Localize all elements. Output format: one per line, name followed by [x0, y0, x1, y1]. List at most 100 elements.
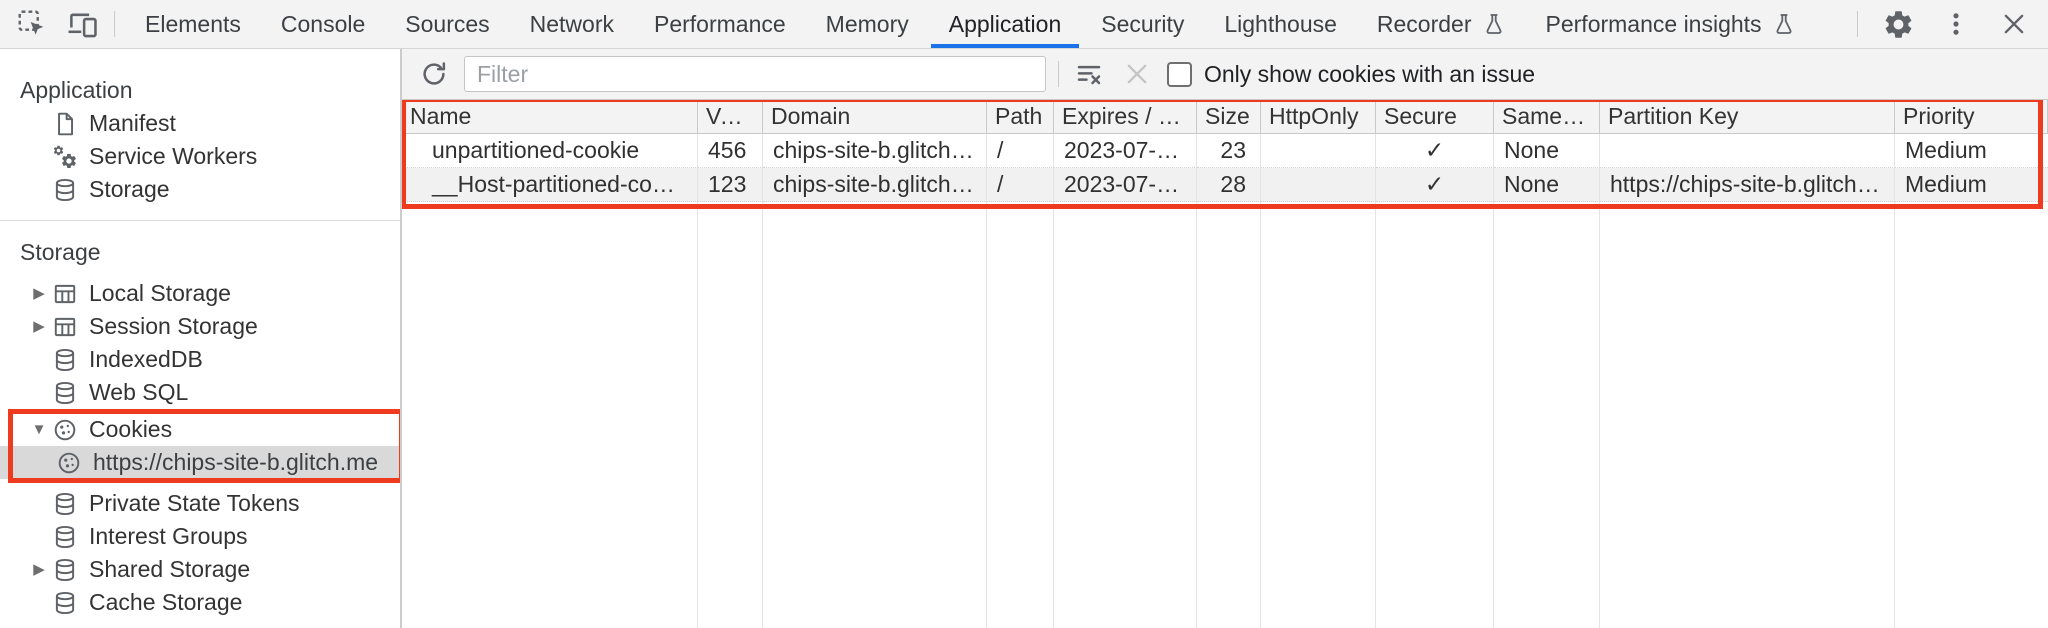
only-issue-checkbox[interactable] — [1167, 61, 1192, 87]
cell-partition-key: https://chips-site-b.glitch.me — [1600, 168, 1895, 202]
database-icon — [52, 491, 78, 517]
sidebar-item-session-storage[interactable]: Session Storage — [0, 310, 400, 343]
divider — [1058, 61, 1059, 87]
cell-samesite: None — [1494, 134, 1600, 168]
tab-recorder[interactable]: Recorder — [1357, 0, 1526, 48]
cell-domain: chips-site-b.glitch.me — [763, 134, 987, 168]
devtools-tabbar: Elements Console Sources Network Perform… — [0, 0, 2048, 49]
chevron-right-icon[interactable] — [26, 553, 52, 586]
sidebar-item-web-sql[interactable]: Web SQL — [0, 376, 400, 409]
cell-size: 23 — [1197, 134, 1261, 168]
cell-samesite: None — [1494, 168, 1600, 202]
cookie-icon — [52, 417, 78, 443]
cell-httponly — [1261, 168, 1376, 202]
cookies-group: Cookies https://chips-site-b.glitch.me — [0, 409, 400, 483]
tab-sources[interactable]: Sources — [405, 10, 490, 37]
sidebar-item-manifest[interactable]: Manifest — [0, 107, 400, 140]
column-header-partition-key[interactable]: Partition Key — [1600, 100, 1895, 134]
section-header-application: Application — [20, 76, 133, 103]
database-icon — [52, 380, 78, 406]
application-sidebar: Application Manifest Service Workers Sto… — [0, 49, 402, 628]
topbar-controls — [1857, 0, 2048, 48]
cell-partition-key — [1600, 134, 1895, 168]
tab-security[interactable]: Security — [1101, 10, 1185, 37]
cookies-panel: Only show cookies with an issue Name Val… — [402, 49, 2048, 628]
column-header-samesite[interactable]: SameSite — [1494, 100, 1600, 134]
service-workers-icon — [52, 144, 78, 170]
divider — [114, 11, 115, 37]
cell-path: / — [987, 168, 1054, 202]
sidebar-item-storage[interactable]: Storage — [0, 173, 400, 206]
tab-lighthouse[interactable]: Lighthouse — [1224, 10, 1337, 37]
sidebar-item-service-workers[interactable]: Service Workers — [0, 140, 400, 173]
tab-console[interactable]: Console — [280, 10, 366, 37]
sidebar-item-cookies[interactable]: Cookies — [0, 413, 400, 446]
column-header-size[interactable]: Size — [1197, 100, 1261, 134]
sidebar-item-interest-groups[interactable]: Interest Groups — [0, 520, 400, 553]
cell-domain: chips-site-b.glitch.me — [763, 168, 987, 202]
cell-expires: 2023-07-07… — [1054, 134, 1197, 168]
kebab-menu-icon[interactable] — [1938, 6, 1974, 42]
sidebar-item-private-state-tokens[interactable]: Private State Tokens — [0, 487, 400, 520]
database-icon — [52, 557, 78, 583]
tab-application[interactable]: Application — [929, 0, 1082, 48]
table-row-host-partitioned-cookie[interactable]: __Host-partitioned-cookie 123 chips-site… — [402, 168, 2048, 202]
close-icon[interactable] — [1996, 6, 2032, 42]
cell-secure: ✓ — [1376, 168, 1494, 202]
column-header-httponly[interactable]: HttpOnly — [1261, 100, 1376, 134]
table-icon — [52, 314, 78, 340]
chevron-down-icon[interactable] — [26, 413, 52, 446]
cookies-toolbar: Only show cookies with an issue — [402, 49, 2048, 100]
table-icon — [52, 281, 78, 307]
sidebar-item-cookie-origin[interactable]: https://chips-site-b.glitch.me — [0, 446, 400, 479]
refresh-icon[interactable] — [416, 56, 452, 92]
divider — [1857, 11, 1858, 37]
tab-elements[interactable]: Elements — [145, 10, 241, 37]
column-header-name[interactable]: Name — [402, 100, 698, 134]
only-issue-label[interactable]: Only show cookies with an issue — [1204, 60, 1536, 87]
clear-all-cookies-icon[interactable] — [1071, 56, 1107, 92]
cell-expires: 2023-07-07… — [1054, 168, 1197, 202]
panel-tabs: Elements Console Sources Network Perform… — [125, 0, 1816, 48]
topbar-tool-icons — [0, 0, 125, 48]
column-header-secure[interactable]: Secure — [1376, 100, 1494, 134]
column-header-priority[interactable]: Priority — [1895, 100, 2048, 134]
table-row-unpartitioned-cookie[interactable]: unpartitioned-cookie 456 chips-site-b.gl… — [402, 134, 2048, 168]
tab-performance[interactable]: Performance — [654, 10, 786, 37]
cookie-icon — [56, 450, 82, 476]
device-toolbar-icon[interactable] — [64, 6, 100, 42]
tab-network[interactable]: Network — [529, 10, 614, 37]
cookies-table: Name Value Domain Path Expires / M… Size… — [402, 100, 2048, 628]
flask-icon — [1482, 11, 1506, 37]
devtools-content: Application Manifest Service Workers Sto… — [0, 49, 2048, 628]
cookies-table-header: Name Value Domain Path Expires / M… Size… — [402, 100, 2048, 134]
database-icon — [52, 347, 78, 373]
column-header-path[interactable]: Path — [987, 100, 1054, 134]
delete-selected-icon[interactable] — [1119, 56, 1155, 92]
cell-value: 123 — [698, 168, 763, 202]
flask-icon — [1772, 11, 1796, 37]
tab-performance-insights[interactable]: Performance insights — [1526, 0, 1816, 48]
tab-memory[interactable]: Memory — [825, 10, 909, 37]
database-icon — [52, 177, 78, 203]
sidebar-item-local-storage[interactable]: Local Storage — [0, 277, 400, 310]
sidebar-item-shared-storage[interactable]: Shared Storage — [0, 553, 400, 586]
database-icon — [52, 590, 78, 616]
sidebar-item-indexeddb[interactable]: IndexedDB — [0, 343, 400, 376]
inspect-element-icon[interactable] — [14, 6, 50, 42]
section-header-storage: Storage — [20, 238, 101, 265]
cell-priority: Medium — [1895, 134, 2048, 168]
cell-httponly — [1261, 134, 1376, 168]
filter-input[interactable] — [464, 56, 1046, 92]
column-header-domain[interactable]: Domain — [763, 100, 987, 134]
cell-name: unpartitioned-cookie — [402, 134, 698, 168]
column-header-expires[interactable]: Expires / M… — [1054, 100, 1197, 134]
chevron-right-icon[interactable] — [26, 310, 52, 343]
chevron-right-icon[interactable] — [26, 277, 52, 310]
cell-value: 456 — [698, 134, 763, 168]
sidebar-item-cache-storage[interactable]: Cache Storage — [0, 586, 400, 619]
column-header-value[interactable]: Value — [698, 100, 763, 134]
gear-icon[interactable] — [1880, 6, 1916, 42]
cell-priority: Medium — [1895, 168, 2048, 202]
